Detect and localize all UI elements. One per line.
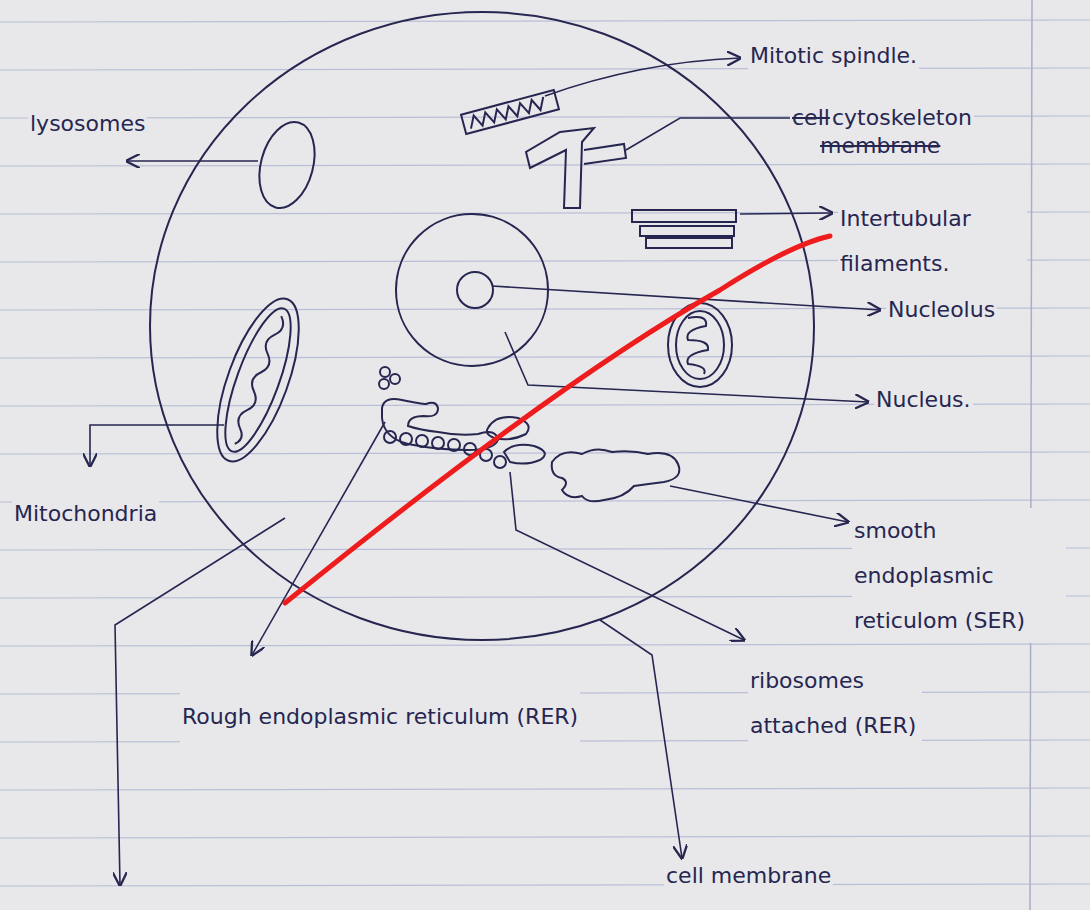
part-label: cytoskeleton (830, 104, 974, 132)
nucleus (396, 214, 548, 366)
mitochondrion (200, 289, 315, 471)
part-label: lysosomes (28, 110, 147, 138)
leader-line (545, 58, 740, 96)
struck-word: membrane (818, 132, 942, 160)
ruled-lines (0, 20, 1090, 886)
leader-line (600, 620, 682, 858)
part-label: Nucleus. (874, 386, 973, 414)
red-pen-stroke (285, 236, 830, 603)
part-label: Intertubular filaments. (838, 196, 1027, 286)
leader-line (510, 472, 744, 640)
part-label: Mitochondria (12, 500, 159, 528)
nucleolus (457, 272, 493, 308)
part-label: Rough endoplasmic reticulum (RER) (180, 688, 580, 745)
part-label: Nucleolus (886, 296, 997, 324)
part-label: ribosomes attached (RER) (748, 658, 922, 748)
leader-line (492, 286, 880, 310)
margin-line (1030, 0, 1032, 910)
part-label: cell membrane (664, 862, 833, 890)
smooth-er (552, 449, 680, 501)
leader-line (670, 486, 848, 522)
intertubular-filaments (632, 210, 736, 248)
mitotic-spindle (461, 90, 559, 134)
cell-outline (150, 12, 814, 640)
rough-er (379, 367, 545, 468)
part-label: smooth endoplasmic reticulom (SER) (852, 508, 1066, 643)
leader-line (90, 425, 224, 466)
struck-word: cell (790, 104, 832, 132)
leader-line (740, 213, 832, 214)
cytoskeleton-cross (526, 128, 626, 208)
leader-line (127, 160, 258, 162)
part-label: Mitotic spindle. (748, 42, 919, 70)
lysosome (250, 116, 323, 214)
